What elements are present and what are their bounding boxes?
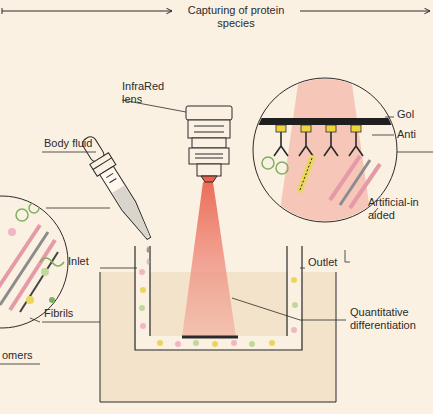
capture-circle (326, 125, 336, 132)
sample-dots (291, 327, 297, 333)
sample-dots (212, 341, 218, 347)
sample-dots (175, 341, 181, 347)
dropper (106, 173, 113, 177)
lens-label: InfraRed lens (122, 80, 178, 106)
body-fluid-circle (0, 232, 48, 305)
dropper (112, 185, 154, 240)
capture-circle (274, 132, 288, 156)
capture-circle (330, 156, 360, 200)
capture-circle (300, 158, 312, 190)
infrared-lens (195, 158, 223, 159)
body-fluid-circle (8, 228, 16, 236)
infrared-lens (194, 126, 224, 127)
dropper (93, 158, 112, 170)
sample-dots (231, 340, 237, 346)
body-fluid-circle (16, 209, 28, 221)
leader-line (42, 152, 96, 153)
capture-circle (301, 125, 311, 132)
quant-label: Quantitative differentiation (350, 306, 430, 332)
fibrils-label: Fibrils (44, 307, 73, 320)
drops (147, 246, 150, 265)
capture-circle (299, 132, 313, 156)
sample-dots (139, 305, 145, 311)
sample-dots (140, 323, 146, 329)
body-fluid-circle (41, 268, 49, 276)
infrared-lens (189, 148, 229, 164)
infrared-lens (201, 176, 217, 182)
sample-dots (269, 340, 275, 346)
dropper (110, 179, 117, 183)
infrared-lens (197, 164, 221, 176)
leader-line (300, 320, 346, 321)
sample-dots (292, 302, 298, 308)
sample-dots (249, 341, 255, 347)
capture-circle (262, 157, 274, 169)
leader-line (345, 262, 350, 263)
capture-circle (349, 132, 363, 156)
capture-circle (276, 125, 361, 132)
capture-circle (274, 132, 363, 156)
leader-line (30, 318, 40, 322)
infrared-lens (186, 106, 232, 182)
antibody-label: Anti (397, 128, 416, 141)
sample-dots (140, 287, 146, 293)
body-fluid-circle (26, 296, 34, 304)
infrared-lens (192, 138, 226, 148)
capture-circle (276, 162, 288, 174)
body-fluid-circle (10, 240, 55, 310)
sample-dots (291, 277, 297, 283)
sample-dots (139, 269, 145, 275)
ai-label: Artificial-in aided (368, 196, 432, 222)
outlet-label: Outlet (308, 256, 337, 269)
top-arrow (300, 11, 430, 12)
inlet-label: Inlet (68, 255, 89, 268)
leader-line (42, 322, 100, 323)
capture-circle (351, 125, 361, 132)
sensor-strip (182, 336, 238, 339)
sample-dots (193, 340, 199, 346)
top-arrow (2, 11, 172, 12)
leader-line (232, 298, 300, 320)
leader-line (100, 268, 137, 269)
leader-line (0, 100, 433, 364)
fluid-label: Body fluid (44, 137, 92, 150)
infrared-lens (195, 154, 223, 155)
drops (147, 258, 150, 265)
capture-circle (250, 118, 400, 125)
infrared-lens (186, 106, 232, 120)
capture-circle (278, 70, 372, 225)
capture-circle (276, 125, 286, 132)
infrared-lens (188, 120, 230, 138)
title: Capturing of protein species (176, 4, 296, 30)
body-fluid-circle (29, 203, 39, 213)
capture-circle (300, 158, 312, 190)
capture-circle (324, 132, 338, 156)
leader-line (0, 364, 40, 365)
gold-label: Gol (397, 108, 414, 121)
dropper (77, 132, 158, 244)
body-fluid-circle (49, 297, 55, 303)
leader-line (46, 208, 110, 209)
body-fluid-circle (40, 258, 64, 266)
ir-beam (182, 182, 236, 337)
dropper (100, 166, 156, 242)
oligomer-label: omers (2, 349, 33, 362)
leader-line (372, 135, 394, 136)
leader-line (397, 152, 433, 153)
body-fluid-circle (0, 203, 64, 312)
leader-line (345, 250, 346, 262)
leader-line (385, 117, 394, 118)
body-fluid-circle (20, 252, 58, 312)
sample-dots (157, 340, 163, 346)
drops (147, 246, 150, 253)
infrared-lens (194, 132, 224, 133)
leader-line (300, 268, 305, 269)
